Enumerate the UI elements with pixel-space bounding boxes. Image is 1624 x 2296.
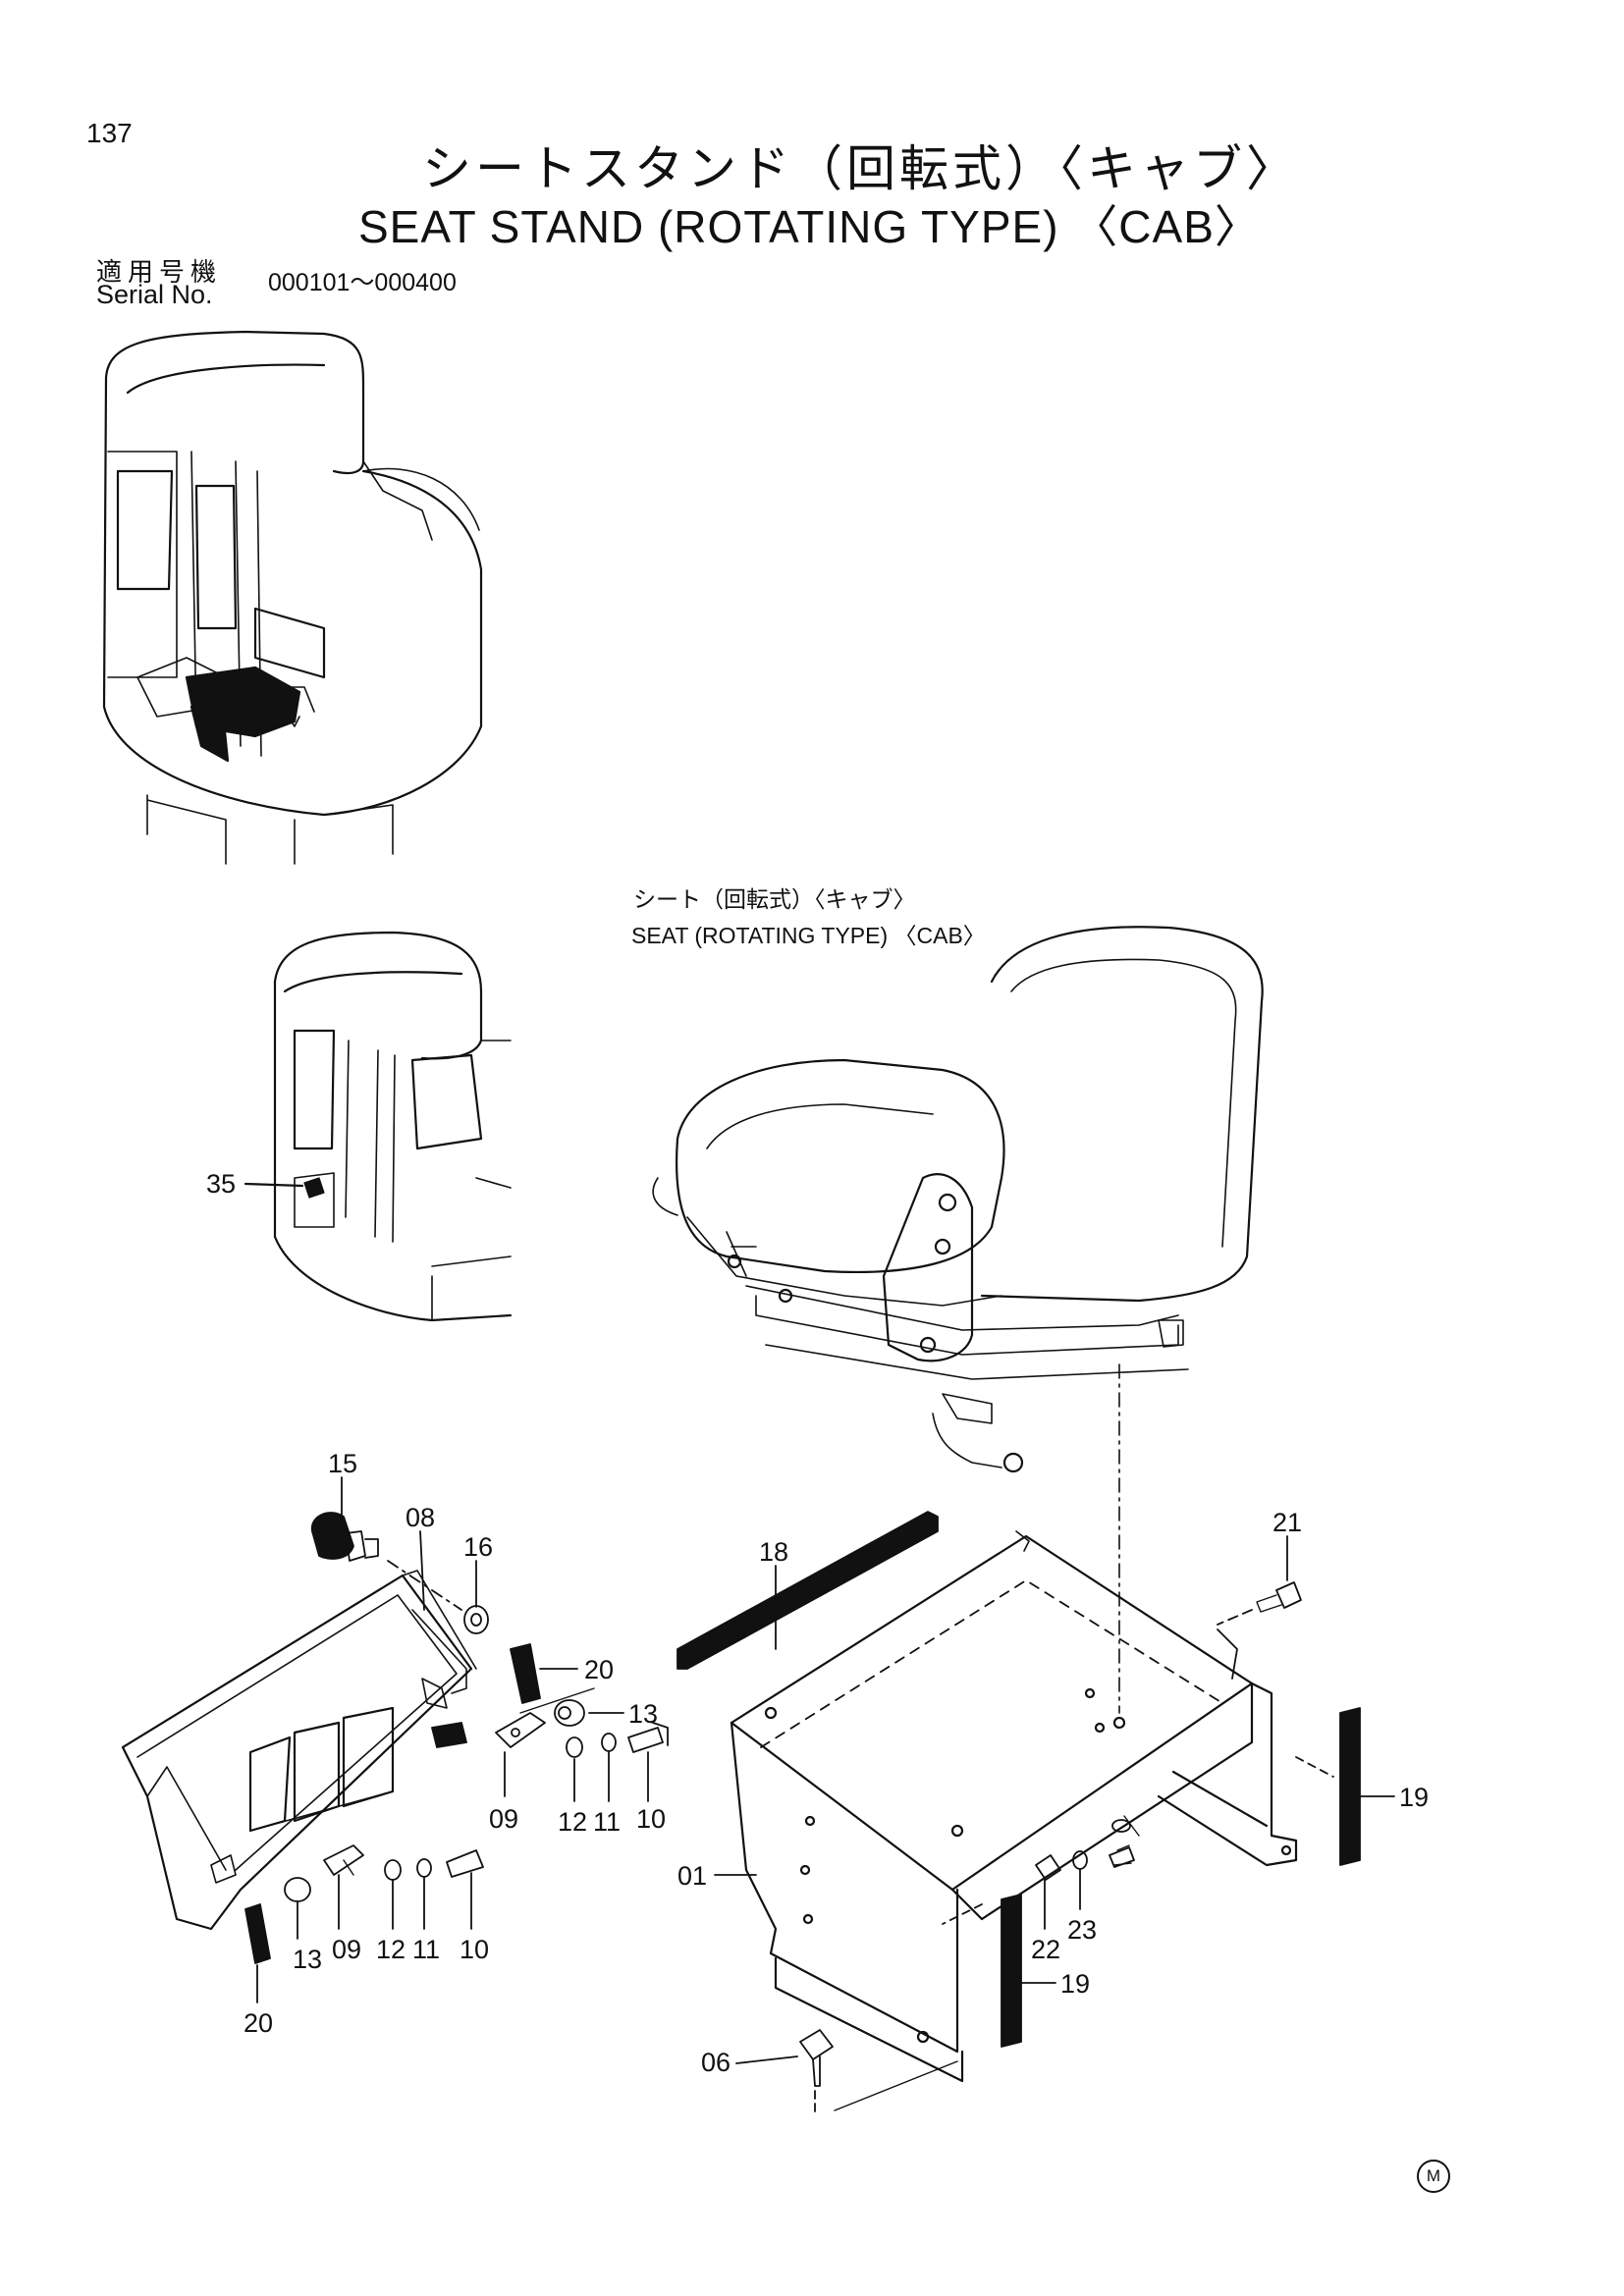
callout-21: 21 xyxy=(1272,1508,1302,1537)
cover-panel xyxy=(121,1570,477,1931)
callout-10-lower: 10 xyxy=(460,1935,489,1964)
callout-15: 15 xyxy=(328,1449,357,1478)
callout-19-lower: 19 xyxy=(1060,1969,1090,1999)
callout-09-lower: 09 xyxy=(332,1935,361,1964)
title-japanese: シートスタンド（回転式）〈キャブ〉 xyxy=(422,140,1299,197)
callout-22: 22 xyxy=(1031,1935,1060,1964)
callout-10-upper: 10 xyxy=(636,1804,666,1834)
callout-12-upper: 12 xyxy=(558,1807,587,1837)
callout-09-upper: 09 xyxy=(489,1804,518,1834)
title-english: SEAT STAND (ROTATING TYPE) 〈CAB〉 xyxy=(358,201,1261,252)
callout-01: 01 xyxy=(677,1861,707,1891)
callout-20-lower: 20 xyxy=(244,2008,273,2038)
callout-06: 06 xyxy=(701,2048,731,2077)
seat-label-japanese: シート（回転式）〈キャブ〉 xyxy=(633,887,916,913)
footer-mark: M xyxy=(1417,2160,1450,2193)
callout-12-lower: 12 xyxy=(376,1935,406,1964)
callout-35: 35 xyxy=(206,1169,236,1199)
small-parts xyxy=(244,1476,1395,2116)
callout-23: 23 xyxy=(1067,1915,1097,1945)
machine-overview-top xyxy=(102,330,483,865)
callout-13-lower: 13 xyxy=(293,1945,322,1974)
seat-label-english: SEAT (ROTATING TYPE) 〈CAB〉 xyxy=(631,923,986,948)
callout-18: 18 xyxy=(759,1537,788,1567)
callout-11-upper: 11 xyxy=(593,1807,621,1837)
callout-08: 08 xyxy=(406,1503,435,1532)
callout-11-lower: 11 xyxy=(412,1935,440,1964)
serial-label-japanese: 適用号機 xyxy=(96,258,223,288)
callout-13-upper: 13 xyxy=(628,1699,658,1729)
seat-stand-base xyxy=(730,1530,1298,2083)
callout-16: 16 xyxy=(463,1532,493,1562)
callout-labels: 15 08 16 20 18 21 13 09 12 11 10 19 01 2… xyxy=(206,1169,1429,2077)
callout-20-upper: 20 xyxy=(584,1655,614,1684)
serial-label-english: Serial No. xyxy=(96,280,213,309)
serial-range: 000101～000400 xyxy=(268,269,457,296)
machine-overview-middle xyxy=(244,931,513,1322)
callout-19-right: 19 xyxy=(1399,1783,1429,1812)
seat-assembly xyxy=(652,926,1264,1714)
page-number: 137 xyxy=(86,118,133,148)
